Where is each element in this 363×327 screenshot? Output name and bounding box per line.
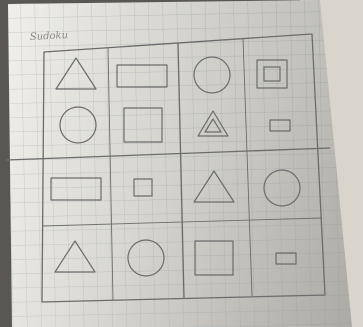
handwritten-heading: Sudoku	[30, 30, 69, 43]
paper-shadow	[8, 0, 352, 327]
